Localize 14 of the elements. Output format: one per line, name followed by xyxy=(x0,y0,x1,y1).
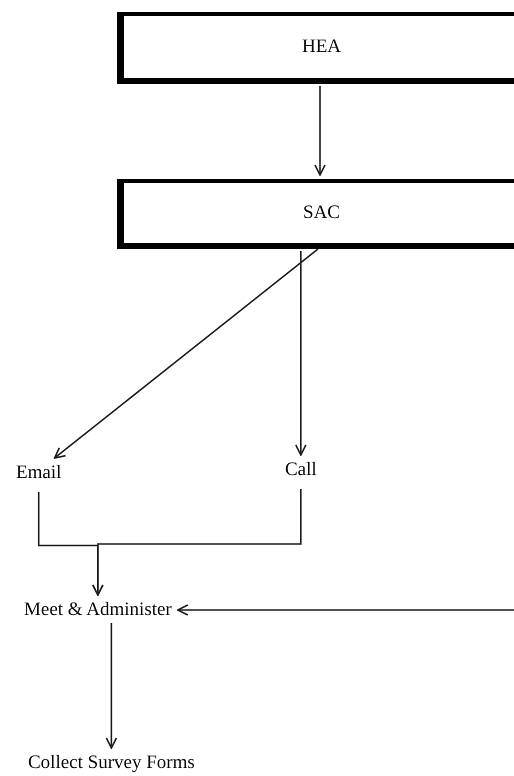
arrow xyxy=(106,623,118,749)
node-label: Collect Survey Forms xyxy=(28,752,195,774)
node-label: Meet & Administer xyxy=(24,599,172,621)
arrow xyxy=(92,489,302,596)
node-label: Call xyxy=(285,459,317,481)
box-label: HEA xyxy=(302,36,342,58)
arrow xyxy=(295,251,307,456)
node-label: Email xyxy=(16,462,62,484)
arrow xyxy=(314,86,326,176)
arrow xyxy=(176,604,514,616)
arrow xyxy=(54,248,318,459)
process-box xyxy=(117,179,514,249)
box-label: SAC xyxy=(303,202,340,224)
process-box xyxy=(117,12,514,84)
